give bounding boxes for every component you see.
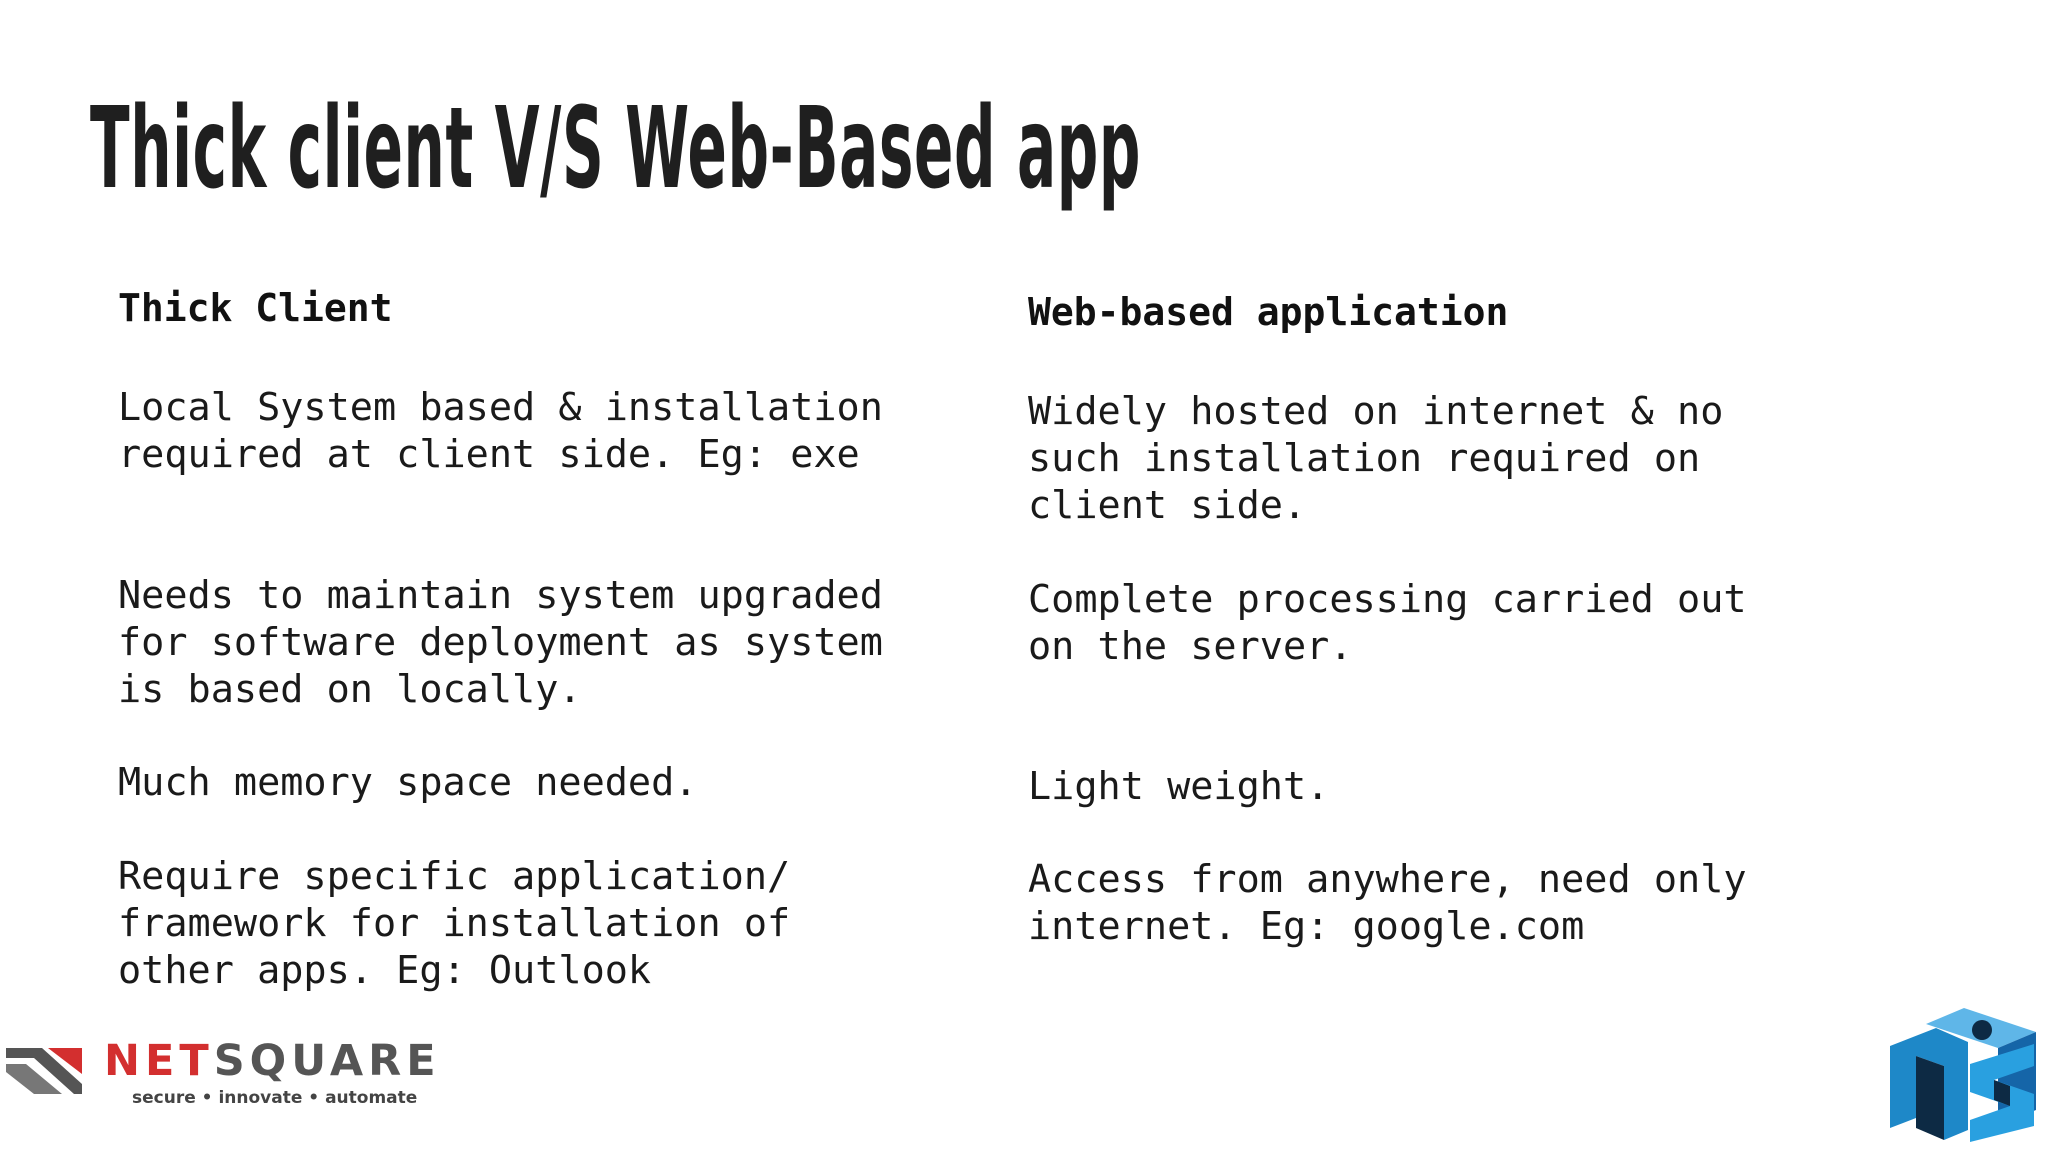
thick-client-point-framework: Require specific application/ framework … [118, 854, 791, 993]
thick-client-heading: Thick Client [118, 286, 393, 330]
web-based-point-processing: Complete processing carried out on the s… [1028, 577, 1747, 669]
thick-client-point-installation: Local System based & installation requir… [118, 385, 883, 477]
web-based-heading: Web-based application [1028, 290, 1509, 334]
netsquare-logo: NETSQUARE secure • innovate • automate [4, 1040, 484, 1110]
brand-name-net: NET [104, 1036, 214, 1086]
ns-cube-logo-icon [1890, 1008, 2036, 1142]
brand-tagline: secure • innovate • automate [132, 1088, 418, 1108]
web-based-point-lightweight: Light weight. [1028, 764, 1330, 809]
web-based-point-access: Access from anywhere, need only internet… [1028, 857, 1747, 949]
web-based-point-hosting: Widely hosted on internet & no such inst… [1028, 389, 1724, 528]
thick-client-point-memory: Much memory space needed. [118, 760, 698, 805]
netsquare-wordmark: NETSQUARE [104, 1040, 441, 1083]
brand-name-square: SQUARE [213, 1036, 441, 1086]
thick-client-point-upgrades: Needs to maintain system upgraded for so… [118, 573, 883, 712]
slide-title: Thick client V/S Web-Based app [90, 82, 1142, 215]
netsquare-mark-icon [6, 1048, 82, 1094]
